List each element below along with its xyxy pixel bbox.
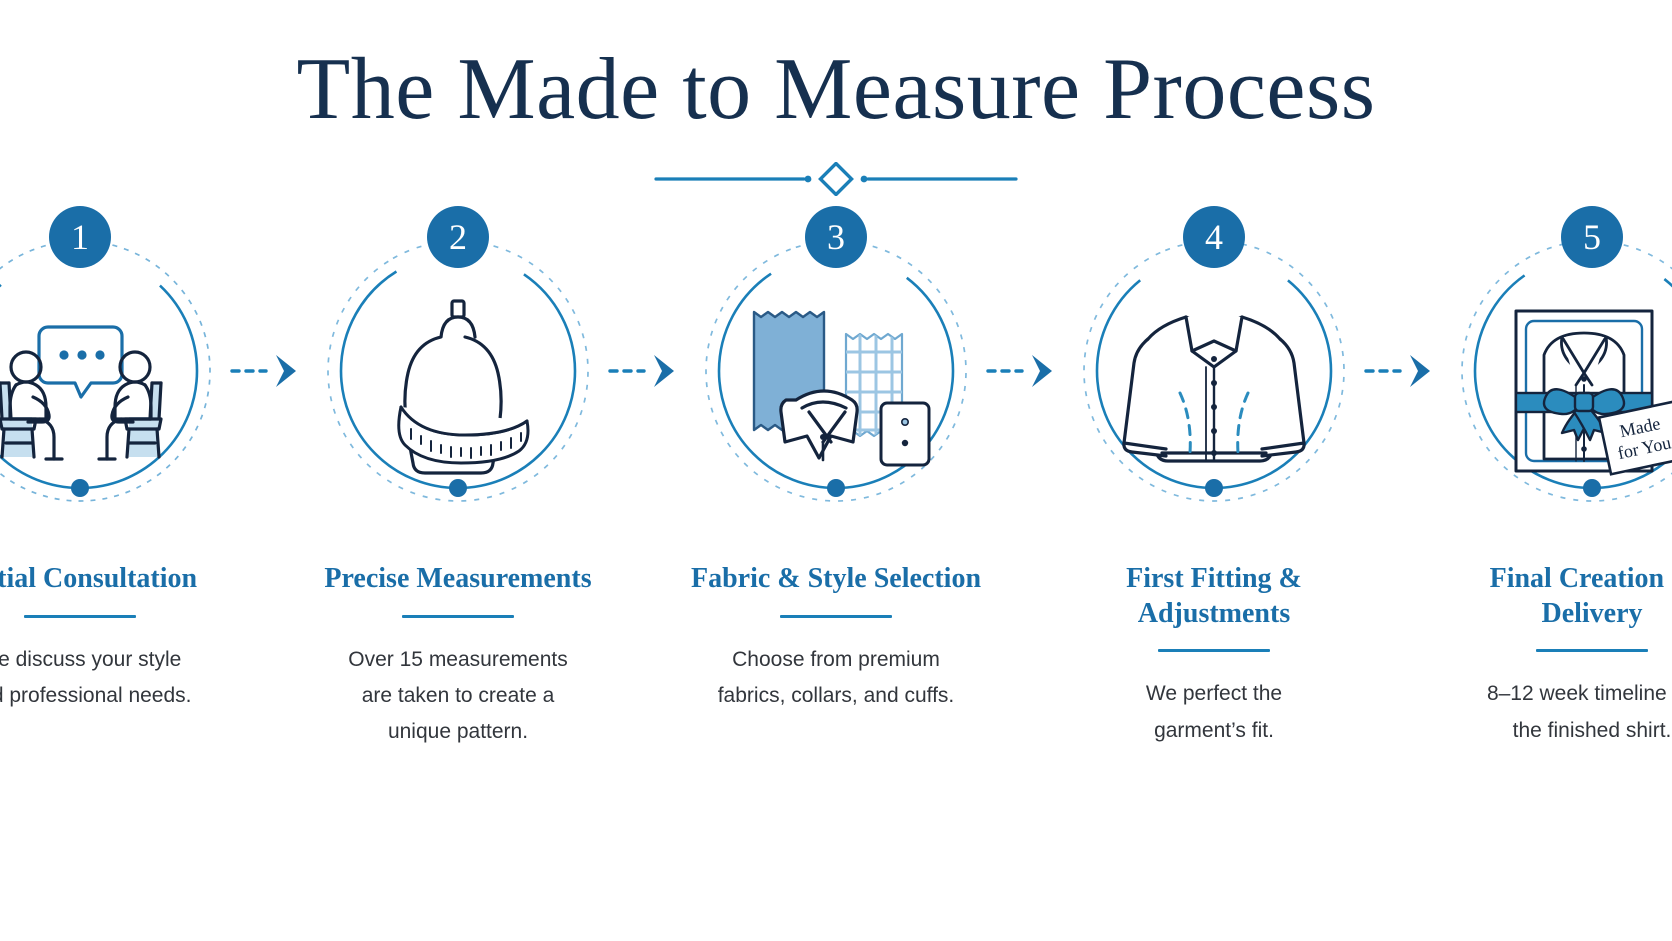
- connector-4: [1364, 206, 1442, 536]
- step-4-rule: [1158, 649, 1270, 653]
- step-3-rule: [780, 614, 892, 618]
- step-1-caption: Initial Consultation We discuss your sty…: [0, 562, 230, 714]
- step-ring: [1083, 240, 1345, 502]
- step-1-body: We discuss your style and professional n…: [0, 647, 192, 707]
- step-ring: [705, 240, 967, 502]
- step-3-body: Choose from premium fabrics, collars, an…: [717, 647, 955, 707]
- step-4[interactable]: 4: [1064, 206, 1364, 749]
- step-5[interactable]: 5: [1442, 206, 1672, 749]
- connector-2: [608, 206, 686, 536]
- step-ring: [327, 240, 589, 502]
- connector-3: [986, 206, 1064, 536]
- step-3-circle: 3: [701, 206, 971, 536]
- step-2-body: Over 15 measurements are taken to create…: [348, 647, 568, 743]
- step-2[interactable]: 2: [308, 206, 608, 750]
- step-5-circle: 5: [1457, 206, 1672, 536]
- step-5-caption: Final Creation & Delivery 8–12 week time…: [1442, 562, 1672, 749]
- process-steps: 1: [0, 206, 1672, 750]
- step-5-title: Final Creation & Delivery: [1489, 563, 1672, 629]
- step-2-title: Precise Measurements: [324, 563, 592, 594]
- step-2-rule: [402, 614, 514, 618]
- step-3-number-badge: 3: [805, 206, 867, 268]
- step-1-title: Initial Consultation: [0, 563, 198, 594]
- dress-shirt-alteration-lines-icon: [1109, 292, 1319, 492]
- step-2-caption: Precise Measurements Over 15 measurement…: [308, 562, 608, 750]
- step-4-caption: First Fitting & Adjustments We perfect t…: [1064, 562, 1364, 749]
- gift-boxed-shirt-ribbon-icon: Made for You: [1487, 292, 1672, 492]
- header: The Made to Measure Process: [0, 41, 1672, 197]
- page-title: The Made to Measure Process: [296, 41, 1376, 138]
- chevron-right-arrow-icon: [608, 355, 674, 387]
- step-ring: [1461, 240, 1672, 502]
- step-1[interactable]: 1: [0, 206, 230, 714]
- step-4-title: First Fitting & Adjustments: [1126, 563, 1302, 629]
- chevron-right-arrow-icon: [1364, 355, 1430, 387]
- chevron-right-arrow-icon: [986, 355, 1052, 387]
- step-3-caption: Fabric & Style Selection Choose from pre…: [686, 562, 986, 714]
- chevron-right-arrow-icon: [230, 355, 296, 387]
- step-1-circle: 1: [0, 206, 215, 536]
- step-4-number-badge: 4: [1183, 206, 1245, 268]
- step-3[interactable]: 3: [686, 206, 986, 714]
- diamond-icon: [818, 162, 854, 197]
- step-5-rule: [1536, 649, 1648, 653]
- step-3-title: Fabric & Style Selection: [690, 563, 982, 594]
- step-5-number-badge: 5: [1561, 206, 1623, 268]
- consultation-two-people-speech-bubble-icon: [0, 292, 185, 492]
- dress-form-measuring-tape-icon: [353, 292, 563, 492]
- step-1-number-badge: 1: [49, 206, 111, 268]
- connector-1: [230, 206, 308, 536]
- step-2-number-badge: 2: [427, 206, 489, 268]
- step-4-circle: 4: [1079, 206, 1349, 536]
- fabric-swatches-collar-cuff-icon: [731, 292, 941, 492]
- divider-ornament: [626, 162, 1046, 197]
- step-5-body: 8–12 week timeline for the finished shir…: [1486, 682, 1672, 742]
- step-2-circle: 2: [323, 206, 593, 536]
- step-4-body: We perfect the garment’s fit.: [1145, 682, 1283, 742]
- step-1-rule: [24, 614, 136, 618]
